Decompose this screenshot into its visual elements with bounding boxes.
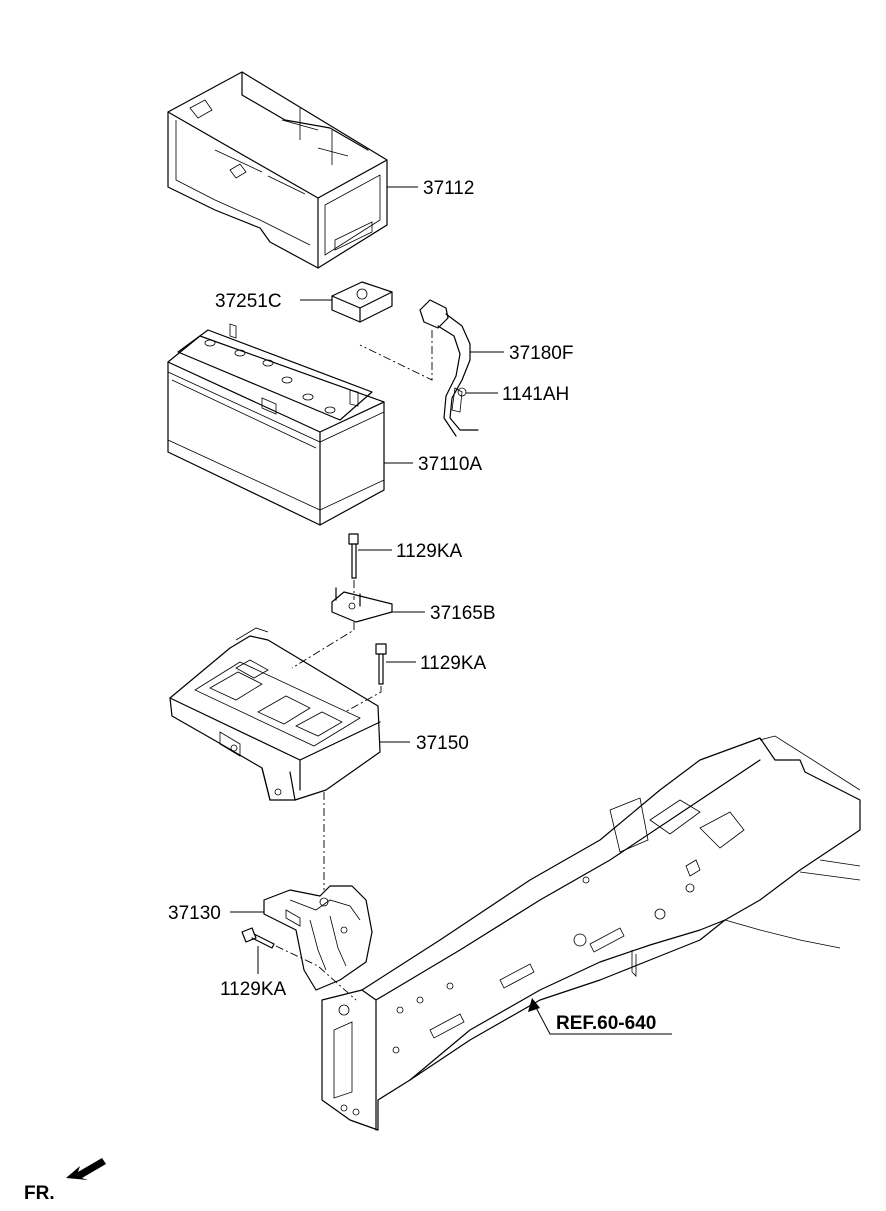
ref-arrow-icon (528, 998, 540, 1012)
tray-bracket (263, 885, 373, 991)
battery-clamp (331, 587, 393, 623)
label-37150: 37150 (416, 733, 469, 754)
cable-guide-line (359, 330, 433, 381)
bolt-middle (375, 643, 387, 685)
front-label: FR. (24, 1183, 55, 1204)
label-37112: 37112 (423, 178, 474, 199)
label-37251C: 37251C (215, 291, 282, 312)
label-37165B: 37165B (430, 603, 496, 624)
battery-insulation-pad (167, 71, 388, 269)
clamp-guide (291, 622, 355, 669)
ref-label: REF.60-640 (556, 1013, 656, 1034)
label-37110A: 37110A (418, 454, 482, 475)
label-1129KA-middle: 1129KA (420, 653, 487, 674)
label-37180F: 37180F (509, 343, 573, 364)
label-1129KA-upper: 1129KA (396, 541, 463, 562)
ref-leader (531, 999, 672, 1035)
side-member-frame (321, 735, 861, 1131)
battery-tray (169, 627, 381, 801)
terminal-cover (331, 281, 393, 323)
battery-cable (419, 299, 479, 437)
bolt-middle-guide (344, 686, 382, 713)
battery (167, 323, 385, 526)
bolt-lower-guide (275, 945, 357, 1001)
bolt-upper (348, 533, 359, 579)
label-1129KA-lower: 1129KA (220, 979, 287, 1000)
bolt-lower (241, 927, 275, 949)
label-37130: 37130 (168, 903, 221, 924)
label-1141AH: 1141AH (502, 384, 569, 405)
front-direction-arrow-icon (66, 1158, 106, 1180)
